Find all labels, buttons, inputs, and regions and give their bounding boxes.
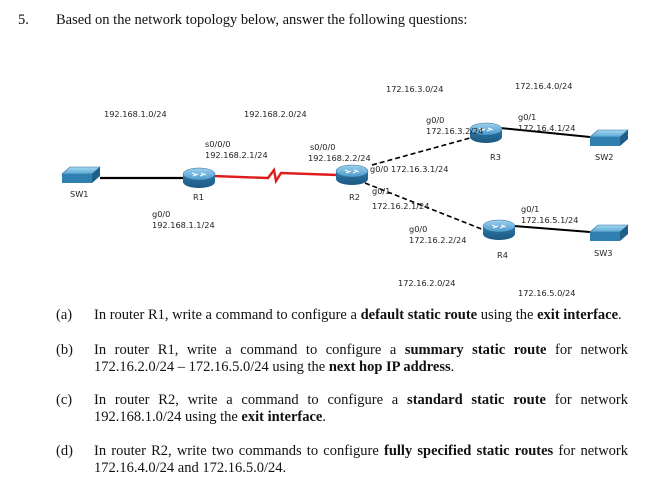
- r1-gig-interface: g0/0: [152, 209, 170, 219]
- link-r4-sw3: [513, 225, 591, 233]
- r4-gig0-ip: 172.16.2.2/24: [409, 235, 466, 245]
- subquestion-label: (a): [56, 307, 73, 323]
- r1-gig-ip: 192.168.1.1/24: [152, 220, 215, 230]
- question-heading: Based on the network topology below, ans…: [56, 12, 468, 28]
- router-r3-icon: [469, 122, 503, 143]
- r3-gig1-ip: 172.16.4.1/24: [518, 123, 575, 133]
- r3-gig0-interface: g0/0: [426, 115, 444, 125]
- r3-gig0-ip: 172.16.3.2/24: [426, 126, 483, 136]
- network-label-172-16-2: 172.16.2.0/24: [398, 278, 455, 288]
- subquestion-text: In router R1, write a command to configu…: [94, 342, 628, 375]
- question-number: 5.: [18, 12, 29, 28]
- network-label-172-16-5: 172.16.5.0/24: [518, 288, 575, 298]
- r2-serial-interface: s0/0/0: [310, 142, 335, 152]
- link-r2-r4: [364, 182, 485, 231]
- subquestion-text: In router R1, write a command to configu…: [94, 307, 622, 323]
- device-label-r2: R2: [349, 192, 360, 202]
- network-label-192-168-2: 192.168.2.0/24: [244, 109, 307, 119]
- device-label-sw2: SW2: [595, 152, 614, 162]
- subquestion-label: (d): [56, 443, 73, 459]
- router-r2-icon: [335, 164, 369, 185]
- subquestion-label: (b): [56, 342, 73, 358]
- r2-gig1-interface: g0/1: [372, 186, 390, 196]
- r1-serial-ip: 192.168.2.1/24: [205, 150, 268, 160]
- r2-gig1-ip: 172.16.2.1/24: [372, 201, 429, 211]
- r4-gig0-interface: g0/0: [409, 224, 427, 234]
- router-r1-icon: [182, 167, 216, 188]
- device-label-sw1: SW1: [70, 189, 89, 199]
- network-label-172-16-4: 172.16.4.0/24: [515, 81, 572, 91]
- network-label-192-168-1: 192.168.1.0/24: [104, 109, 167, 119]
- link-r2-r3: [371, 137, 471, 166]
- network-topology-diagram: 192.168.1.0/24 192.168.2.0/24 172.16.3.0…: [61, 81, 629, 298]
- r2-serial-ip: 192.168.2.2/24: [308, 153, 371, 163]
- subquestion-text: In router R2, write a command to configu…: [94, 392, 629, 425]
- device-label-sw3: SW3: [594, 248, 613, 258]
- device-label-r3: R3: [490, 152, 501, 162]
- link-r3-sw2: [499, 127, 591, 138]
- r1-serial-interface: s0/0/0: [205, 139, 230, 149]
- network-label-172-16-3: 172.16.3.0/24: [386, 84, 443, 94]
- link-r1-r2-serial: [212, 167, 339, 185]
- switch-sw1-icon: [61, 166, 101, 183]
- r4-gig1-ip: 172.16.5.1/24: [521, 215, 578, 225]
- r4-gig1-interface: g0/1: [521, 204, 539, 214]
- subquestion-text: In router R2, write two commands to conf…: [94, 443, 629, 476]
- r3-gig1-interface: g0/1: [518, 112, 536, 122]
- switch-sw2-icon: [589, 129, 629, 146]
- r2-gig0-ip: g0/0 172.16.3.1/24: [370, 164, 448, 174]
- subquestion-label: (c): [56, 392, 73, 408]
- switch-sw3-icon: [589, 224, 629, 241]
- device-label-r1: R1: [193, 192, 204, 202]
- device-label-r4: R4: [497, 250, 508, 260]
- router-r4-icon: [482, 219, 516, 240]
